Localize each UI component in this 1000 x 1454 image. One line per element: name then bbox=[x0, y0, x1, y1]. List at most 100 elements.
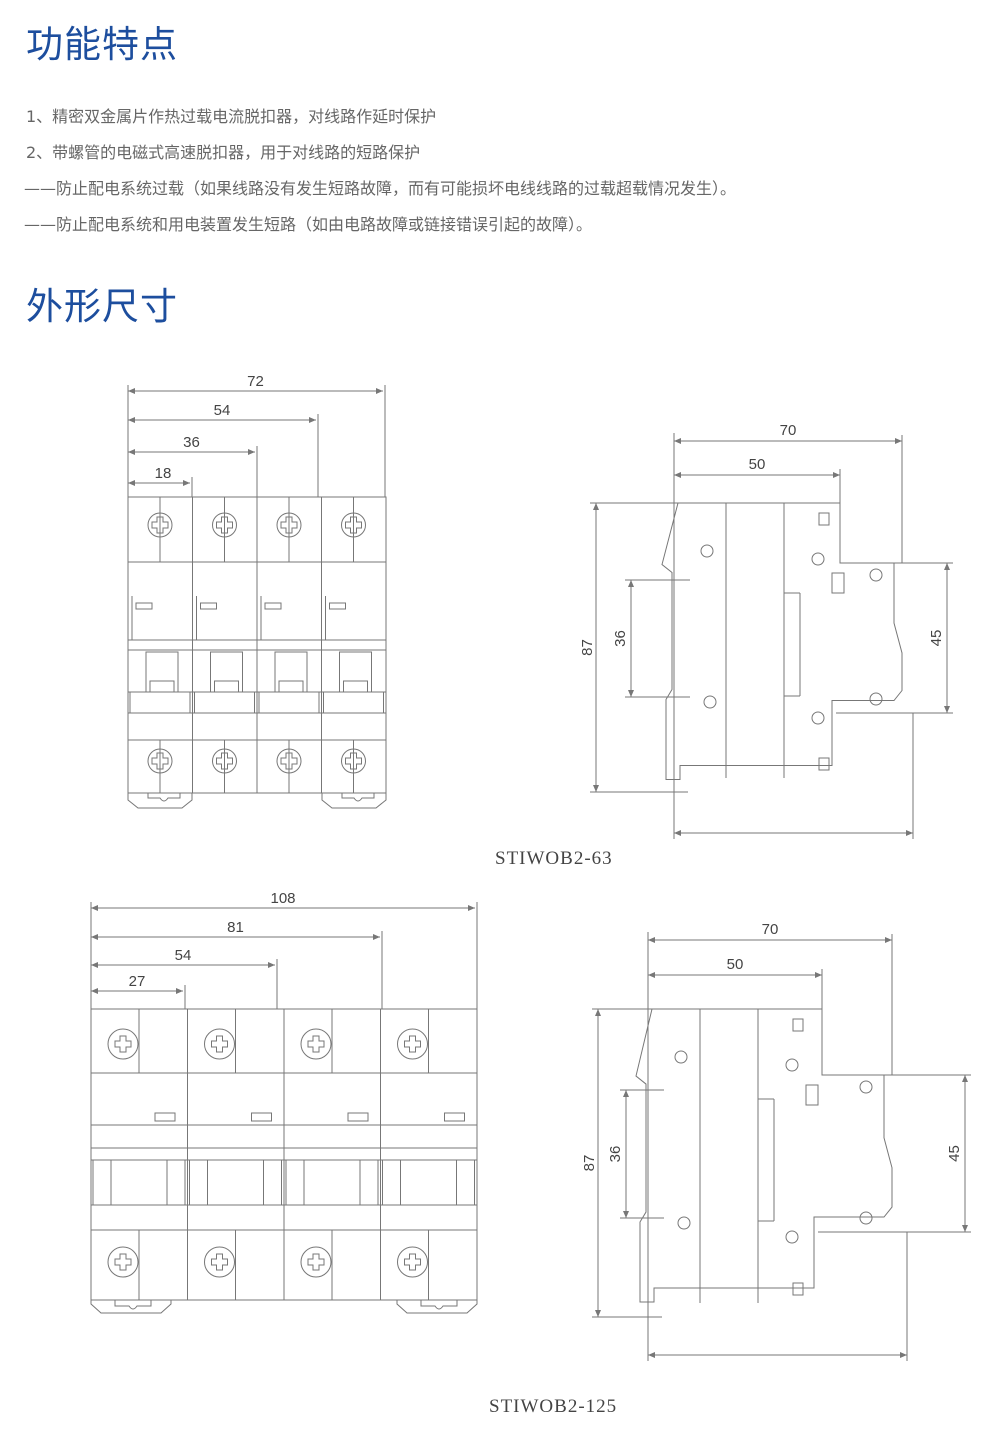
screw-icon bbox=[280, 752, 298, 770]
screw-icon bbox=[211, 1253, 228, 1271]
feature-item: ——防止配电系统过载（如果线路没有发生短路故障，而有可能损坏电线线路的过载超载情… bbox=[24, 179, 737, 198]
screw-icon bbox=[151, 752, 169, 770]
screw-icon bbox=[280, 516, 298, 534]
din-clip bbox=[90, 1300, 172, 1314]
model-label-63: STIWOB2-63 bbox=[495, 848, 613, 869]
screw-icon bbox=[345, 752, 362, 770]
handle bbox=[359, 1159, 379, 1206]
screw-icon bbox=[307, 1253, 325, 1271]
rivet-icon bbox=[811, 711, 825, 725]
breaker-side-outline bbox=[635, 1008, 893, 1303]
slot bbox=[792, 1018, 804, 1032]
screw-icon bbox=[397, 1246, 428, 1278]
feature-item: ——防止配电系统和用电装置发生短路（如由电路故障或链接错误引起的故障）。 bbox=[24, 215, 593, 234]
screw-icon bbox=[147, 512, 173, 538]
dimension-label: 36 bbox=[183, 434, 200, 451]
slot bbox=[818, 757, 830, 771]
dimension-label: 54 bbox=[214, 402, 231, 419]
dimension-label: 50 bbox=[749, 456, 766, 473]
screw-icon bbox=[212, 512, 237, 538]
screw-icon bbox=[204, 1028, 235, 1060]
rivet-icon bbox=[859, 1080, 873, 1094]
screw-icon bbox=[397, 1028, 428, 1060]
dimension-label: 72 bbox=[247, 373, 264, 390]
handle bbox=[285, 1159, 305, 1206]
dimension-label: 18 bbox=[155, 465, 172, 482]
screw-icon bbox=[114, 1253, 132, 1271]
handle bbox=[274, 651, 308, 693]
breaker-side-outline bbox=[661, 502, 903, 780]
handle bbox=[263, 1159, 282, 1206]
handle bbox=[189, 1159, 208, 1206]
screw-icon bbox=[107, 1246, 139, 1278]
indicator bbox=[329, 602, 346, 610]
screw-icon bbox=[404, 1035, 421, 1053]
screw-icon bbox=[107, 1028, 139, 1060]
handle bbox=[343, 680, 368, 693]
handle-bar bbox=[323, 691, 384, 714]
indicator bbox=[200, 602, 217, 610]
screw-icon bbox=[216, 752, 233, 770]
model-label-125: STIWOB2-125 bbox=[489, 1396, 618, 1417]
rivet-icon bbox=[674, 1050, 688, 1064]
screw-icon bbox=[151, 516, 169, 534]
dimension-label: 54 bbox=[175, 947, 192, 964]
slot bbox=[805, 1084, 819, 1106]
dimension-label: 70 bbox=[762, 921, 779, 938]
rivet-icon bbox=[869, 692, 883, 706]
handle bbox=[456, 1159, 475, 1206]
handle bbox=[149, 680, 175, 693]
dimension-label: 70 bbox=[780, 422, 797, 439]
slot bbox=[831, 572, 845, 594]
screw-icon bbox=[341, 748, 366, 774]
dimension-label: 36 bbox=[607, 1146, 624, 1163]
screw-icon bbox=[211, 1035, 228, 1053]
screw-icon bbox=[276, 748, 302, 774]
slot bbox=[818, 512, 830, 526]
din-clip bbox=[321, 793, 387, 809]
indicator bbox=[251, 1112, 272, 1122]
screw-icon bbox=[300, 1028, 332, 1060]
handle bbox=[278, 680, 304, 693]
handle bbox=[145, 651, 179, 693]
handle-bar bbox=[194, 691, 255, 714]
handle bbox=[210, 651, 243, 693]
dimension-label: 87 bbox=[579, 639, 596, 656]
rivet-icon bbox=[703, 695, 717, 709]
screw-icon bbox=[204, 1246, 235, 1278]
screw-icon bbox=[216, 516, 233, 534]
handle-bar bbox=[258, 691, 320, 714]
handle bbox=[382, 1159, 401, 1206]
rivet-icon bbox=[859, 1211, 873, 1225]
feature-item: 2、带螺管的电磁式高速脱扣器，用于对线路的短路保护 bbox=[26, 143, 421, 162]
rivet-icon bbox=[785, 1058, 799, 1072]
indicator bbox=[347, 1112, 369, 1122]
indicator bbox=[154, 1112, 176, 1122]
screw-icon bbox=[341, 512, 366, 538]
rivet-icon bbox=[677, 1216, 691, 1230]
dimension-label: 108 bbox=[270, 890, 295, 907]
indicator bbox=[135, 602, 153, 610]
dimension-label: 50 bbox=[727, 956, 744, 973]
din-clip bbox=[396, 1300, 478, 1314]
dimension-label: 45 bbox=[928, 630, 945, 647]
indicator bbox=[264, 602, 282, 610]
rivet-icon bbox=[785, 1230, 799, 1244]
rivet-icon bbox=[811, 552, 825, 566]
screw-icon bbox=[307, 1035, 325, 1053]
rivet-icon bbox=[700, 544, 714, 558]
dimension-label: 87 bbox=[581, 1155, 598, 1172]
handle bbox=[339, 651, 372, 693]
feature-item: 1、精密双金属片作热过载电流脱扣器，对线路作延时保护 bbox=[26, 107, 437, 126]
slot bbox=[792, 1282, 804, 1296]
screw-icon bbox=[276, 512, 302, 538]
dimension-label: 81 bbox=[227, 919, 244, 936]
dimensions-title: 外形尺寸 bbox=[26, 285, 178, 328]
dimension-label: 36 bbox=[612, 630, 629, 647]
screw-icon bbox=[114, 1035, 132, 1053]
screw-icon bbox=[345, 516, 362, 534]
screw-icon bbox=[147, 748, 173, 774]
dimension-label: 27 bbox=[129, 973, 146, 990]
screw-icon bbox=[300, 1246, 332, 1278]
